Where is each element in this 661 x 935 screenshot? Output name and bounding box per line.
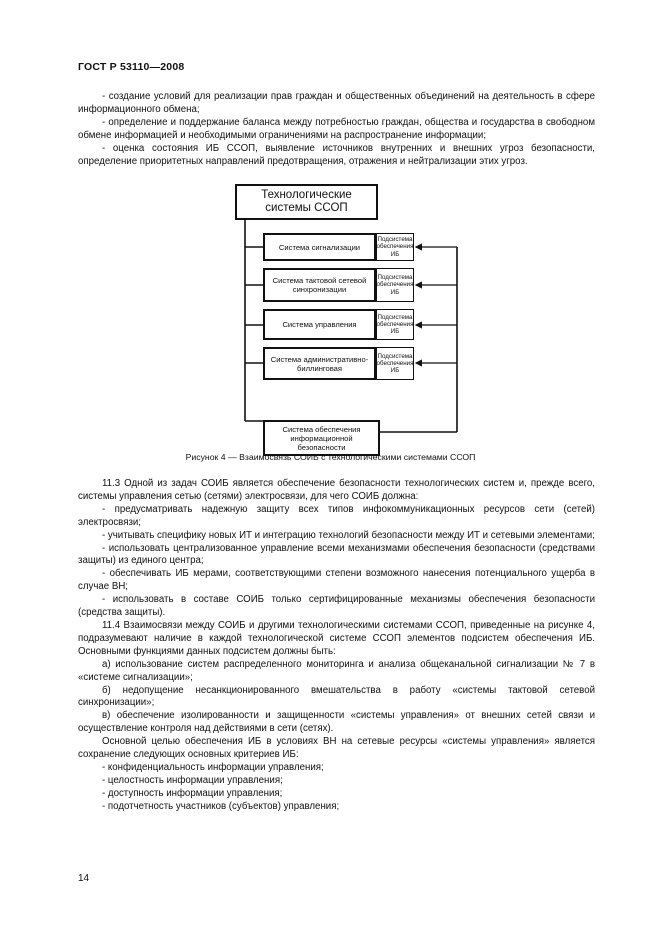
list-item: - подотчетность участников (субъектов) у… [102, 800, 340, 812]
subsystem-box: Подсистема обеспечения ИБ [376, 347, 414, 380]
system-label: Система сигнализации [278, 242, 361, 252]
diagram-title-box: Технологические системы ССОП [235, 184, 378, 220]
system-box-sync: Система тактовой сетевой синхронизации [263, 268, 376, 302]
system-label: Система управления [282, 320, 357, 329]
intro-list: - создание условий для реализации прав г… [78, 91, 595, 168]
system-box-signaling: Система сигнализации [263, 233, 376, 261]
list-item: а) использование систем распределенного … [78, 658, 595, 683]
subsystem-box: Подсистема обеспечения ИБ [376, 233, 414, 261]
subsystem-box: Подсистема обеспечения ИБ [376, 309, 414, 340]
list-item: - конфиденциальность информации управлен… [102, 761, 324, 773]
list-item: - учитывать специфику новых ИТ и интегра… [102, 529, 595, 541]
page-number: 14 [78, 873, 90, 884]
list-item: - использовать в составе СОИБ только сер… [78, 594, 595, 619]
system-label: Система тактовой сетевой синхронизации [272, 276, 367, 294]
subsystem-label: Подсистема обеспечения ИБ [376, 274, 414, 296]
system-box-management: Система управления [263, 309, 376, 340]
intro-item: - оценка состояния ИБ ССОП, выявление ис… [78, 142, 595, 167]
list-item: - доступность информации управления; [102, 787, 283, 799]
system-box-billing: Система административно-биллинговая [263, 347, 376, 380]
subsystem-label: Подсистема обеспечения ИБ [376, 236, 414, 258]
body-text: 11.3 Одной из задач СОИБ является обеспе… [78, 478, 595, 814]
paragraph: 11.3 Одной из задач СОИБ является обеспе… [78, 478, 595, 502]
subsystem-label: Подсистема обеспечения ИБ [376, 352, 414, 375]
system-label: Система административно-биллинговая [270, 354, 369, 373]
system-box-security: Система обеспечения информационной безоп… [263, 420, 380, 456]
figure-caption: Рисунок 4 — Взаимосвязь СОИБ с технологи… [185, 452, 476, 462]
subsystem-box: Подсистема обеспечения ИБ [376, 268, 414, 302]
system-label: Система обеспечения информационной безоп… [282, 424, 361, 452]
paragraph: Основной целью обеспечения ИБ в условиях… [78, 736, 595, 761]
list-item: б) недопущение несанкционированного вмеш… [78, 684, 595, 709]
list-item: в) обеспечение изолированности и защищен… [78, 710, 595, 735]
document-header: ГОСТ Р 53110—2008 [78, 61, 185, 73]
diagram-title: Технологические системы ССОП [261, 189, 352, 214]
list-item: - использовать централизованное управлен… [78, 542, 595, 567]
subsystem-label: Подсистема обеспечения ИБ [376, 313, 414, 336]
list-item: - обеспечивать ИБ мерами, соответствующи… [78, 568, 595, 593]
paragraph: 11.4 Взаимосвязи между СОИБ и другими те… [78, 619, 595, 657]
list-item: - целостность информации управления; [102, 774, 283, 786]
list-item: - предусматривать надежную защиту всех т… [78, 503, 595, 528]
intro-item: - создание условий для реализации прав г… [78, 91, 595, 115]
intro-item: - определение и поддержание баланса межд… [78, 116, 595, 141]
